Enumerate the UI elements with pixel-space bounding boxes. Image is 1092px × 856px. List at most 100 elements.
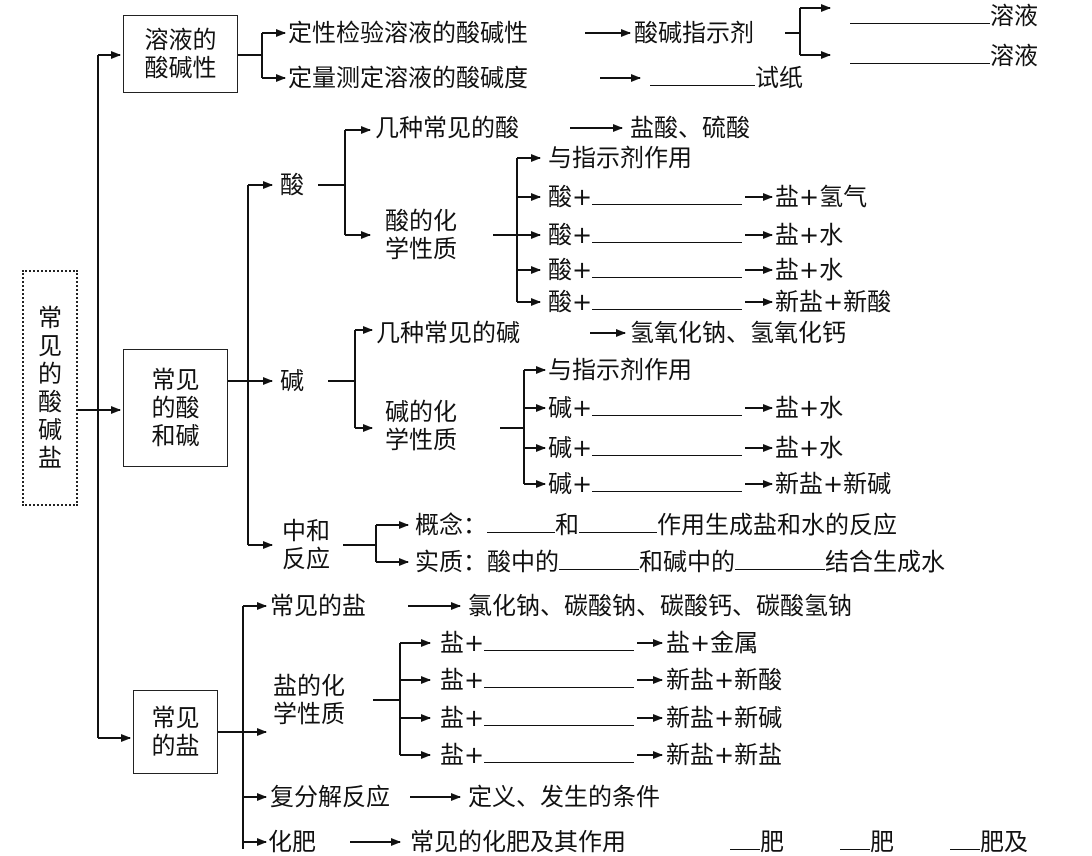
acid-base-title: 常见 的酸 和碱 xyxy=(151,366,200,450)
solution-acidity-title: 溶液的 酸碱性 xyxy=(144,26,217,82)
base-prop-3-result: 新盐+新碱 xyxy=(775,470,892,498)
common-bases-label: 几种常见的碱 xyxy=(376,319,520,347)
concept-suffix: 作用生成盐和水的反应 xyxy=(657,511,897,539)
acid-prop-4-result: 新盐+新酸 xyxy=(775,288,892,316)
common-acids-examples: 盐酸、硫酸 xyxy=(630,114,750,142)
salt-prop-2-result: 新盐+新碱 xyxy=(666,704,783,732)
common-bases-examples: 氢氧化钠、氢氧化钙 xyxy=(630,319,846,347)
salt-prop-3-result: 新盐+新盐 xyxy=(666,741,783,769)
acid-prop-1-result: 盐+氢气 xyxy=(775,183,868,211)
base-prop-1: 碱+ xyxy=(548,394,743,422)
base-prop-1-result: 盐+水 xyxy=(775,394,844,422)
acid-prop-left: 酸+ xyxy=(548,221,593,249)
root-title: 常 见 的 酸 碱 盐 xyxy=(38,304,62,472)
acid-prop-3-result: 盐+水 xyxy=(775,256,844,284)
salt-prop-left: 盐+ xyxy=(440,704,485,732)
salt-prop-1-result: 新盐+新酸 xyxy=(666,666,783,694)
blank xyxy=(592,257,743,278)
double-decomposition-desc: 定义、发生的条件 xyxy=(468,783,660,811)
common-acids-label: 几种常见的酸 xyxy=(375,114,519,142)
fertilizer-desc: 常见的化肥及其作用 xyxy=(410,828,626,856)
fertilizer-blank-a: 肥 xyxy=(730,828,784,856)
acid-label: 酸 xyxy=(280,171,304,199)
solution-acidity-box: 溶液的 酸碱性 xyxy=(123,15,238,93)
blank xyxy=(950,829,980,850)
acid-prop-0: 与指示剂作用 xyxy=(548,144,692,172)
salt-prop-left: 盐+ xyxy=(440,629,485,657)
salt-prop-0: 盐+ xyxy=(440,629,635,657)
acid-prop-3: 酸+ xyxy=(548,256,743,284)
blank xyxy=(850,3,990,24)
base-prop-left: 碱+ xyxy=(548,394,593,422)
base-prop-2: 碱+ xyxy=(548,434,743,462)
acid-prop-2-result: 盐+水 xyxy=(775,221,844,249)
blank xyxy=(592,471,743,492)
double-decomposition-label: 复分解反应 xyxy=(270,783,390,811)
blank xyxy=(592,435,743,456)
blank xyxy=(484,742,635,763)
solution-line-2: 溶液 xyxy=(850,42,1038,70)
root-box: 常 见 的 酸 碱 盐 xyxy=(22,270,78,506)
acid-prop-2: 酸+ xyxy=(548,221,743,249)
ph-paper-line: 试纸 xyxy=(650,64,803,92)
blank xyxy=(592,222,743,243)
acid-prop-left: 酸+ xyxy=(548,288,593,316)
concept-and: 和 xyxy=(555,511,579,539)
ph-paper-label: 试纸 xyxy=(755,64,803,92)
concept-prefix: 概念： xyxy=(415,511,487,539)
qualitative-test-label: 定性检验溶液的酸碱性 xyxy=(288,19,528,47)
fertilizer-blank-c: 肥及 xyxy=(950,828,1028,856)
neutralization-essence: 实质：酸中的 和碱中的 结合生成水 xyxy=(415,548,945,576)
quantitative-test-label: 定量测定溶液的酸碱度 xyxy=(288,64,528,92)
blank xyxy=(484,667,635,688)
salt-chem-props-label: 盐的化 学性质 xyxy=(273,672,345,728)
blank xyxy=(840,829,870,850)
salt-box: 常见 的盐 xyxy=(133,690,218,774)
essence-middle: 和碱中的 xyxy=(639,548,735,576)
blank xyxy=(650,65,755,86)
neutralization-concept: 概念： 和 作用生成盐和水的反应 xyxy=(415,511,897,539)
base-prop-left: 碱+ xyxy=(548,470,593,498)
salt-title: 常见 的盐 xyxy=(151,704,200,760)
base-prop-2-result: 盐+水 xyxy=(775,434,844,462)
base-prop-left: 碱+ xyxy=(548,434,593,462)
base-label: 碱 xyxy=(280,367,304,395)
indicator-label: 酸碱指示剂 xyxy=(634,19,754,47)
blank xyxy=(484,630,635,651)
blank xyxy=(735,549,825,570)
fertilizer-type-c: 肥及 xyxy=(980,828,1028,856)
blank xyxy=(592,289,743,310)
fertilizer-blank-b: 肥 xyxy=(840,828,894,856)
salt-prop-left: 盐+ xyxy=(440,741,485,769)
blank xyxy=(559,549,639,570)
common-salts-examples: 氯化钠、碳酸钠、碳酸钙、碳酸氢钠 xyxy=(468,592,852,620)
blank xyxy=(850,43,990,64)
blank xyxy=(592,395,743,416)
blank xyxy=(487,512,555,533)
acid-prop-1: 酸+ xyxy=(548,183,743,211)
fertilizer-type-a: 肥 xyxy=(760,828,784,856)
acid-prop-left: 酸+ xyxy=(548,183,593,211)
blank xyxy=(579,512,657,533)
blank xyxy=(592,184,743,205)
salt-prop-left: 盐+ xyxy=(440,666,485,694)
fertilizer-type-b: 肥 xyxy=(870,828,894,856)
solution-type-2: 溶液 xyxy=(990,42,1038,70)
solution-type-1: 溶液 xyxy=(990,2,1038,30)
acid-prop-left: 酸+ xyxy=(548,256,593,284)
solution-line-1: 溶液 xyxy=(850,2,1038,30)
common-salts-label: 常见的盐 xyxy=(270,592,366,620)
neutralization-label: 中和 反应 xyxy=(282,517,330,573)
acid-prop-4: 酸+ xyxy=(548,288,743,316)
fertilizer-label: 化肥 xyxy=(268,828,316,856)
blank xyxy=(730,829,760,850)
base-prop-0: 与指示剂作用 xyxy=(548,356,692,384)
salt-prop-2: 盐+ xyxy=(440,704,635,732)
salt-prop-1: 盐+ xyxy=(440,666,635,694)
blank xyxy=(484,705,635,726)
essence-prefix: 实质：酸中的 xyxy=(415,548,559,576)
essence-suffix: 结合生成水 xyxy=(825,548,945,576)
salt-prop-3: 盐+ xyxy=(440,741,635,769)
acid-base-box: 常见 的酸 和碱 xyxy=(123,349,228,467)
